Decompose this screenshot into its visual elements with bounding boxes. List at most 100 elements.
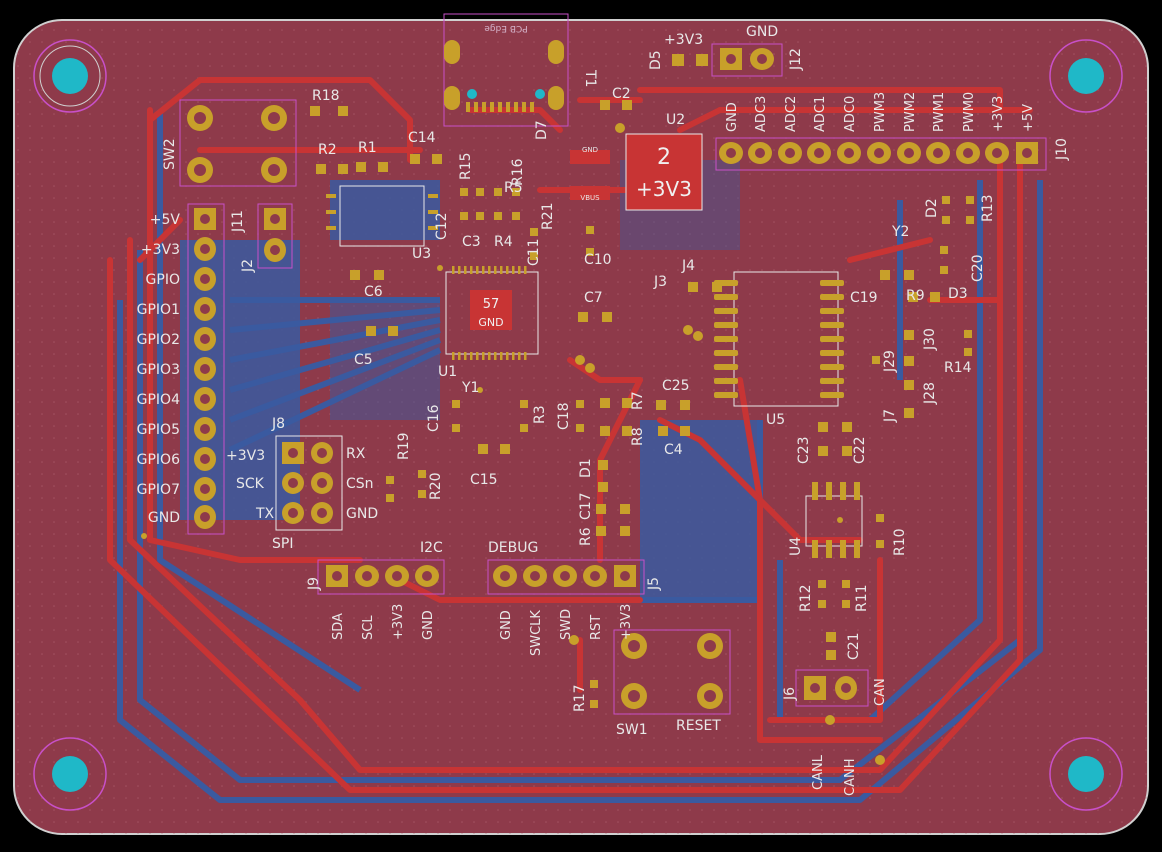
j10-pin-label: PWM3 <box>873 92 888 132</box>
ref-j29: J29 <box>882 350 898 373</box>
ref-d2: D2 <box>924 198 940 218</box>
u2-regulator[interactable]: 2 +3V3 GND VBUS <box>570 133 703 211</box>
power-3v3-label: +3V3 <box>664 32 703 48</box>
j9-i2c-header[interactable] <box>317 559 445 595</box>
j6-can-header[interactable] <box>795 669 869 707</box>
vbus-label: VBUS <box>580 194 600 202</box>
ref-u3: U3 <box>412 246 431 262</box>
ref-r19: R19 <box>396 432 412 460</box>
power-top-labels: +3V3 GND <box>664 24 778 48</box>
ref-u5: U5 <box>766 412 785 428</box>
ref-r10: R10 <box>892 528 908 556</box>
ref-r12: R12 <box>798 584 814 612</box>
can-labels: CAN CANL CANH <box>811 678 888 796</box>
j10-pin-label: ADC1 <box>813 96 828 132</box>
j5-debug-header[interactable] <box>487 559 645 595</box>
ref-c11: C11 <box>526 238 542 266</box>
vias <box>141 123 885 765</box>
ref-c16: C16 <box>426 404 442 432</box>
ref-c10: C10 <box>584 252 612 268</box>
usb-connector[interactable]: PCB Edge <box>443 13 569 127</box>
ref-j30: J30 <box>922 328 938 351</box>
spi-csn-label: CSn <box>346 476 374 492</box>
j11-pin-label: GPIO3 <box>137 362 180 378</box>
sw1-switch[interactable] <box>613 629 731 715</box>
j11-pin-label: +5V <box>150 212 181 228</box>
ref-r16: R16 <box>510 158 526 186</box>
ref-sw2: SW2 <box>162 138 178 170</box>
ref-r4: R4 <box>494 234 513 250</box>
j12-header[interactable] <box>711 43 783 77</box>
debug-title: DEBUG <box>488 540 538 556</box>
u2-pad-net: +3V3 <box>636 177 692 201</box>
ref-d1: D1 <box>578 458 594 478</box>
ref-r15: R15 <box>458 152 474 180</box>
ref-r1: R1 <box>358 140 377 156</box>
ref-j6: J6 <box>782 687 798 701</box>
ref-y2: Y2 <box>891 224 909 240</box>
j10-pin-label: ADC2 <box>784 96 799 132</box>
j8-spi-header[interactable] <box>275 435 343 531</box>
power-gnd-label: GND <box>746 24 778 40</box>
j11-pin-label: GPIO4 <box>137 392 180 408</box>
u5-chip[interactable] <box>714 271 844 407</box>
ref-c23: C23 <box>796 436 812 464</box>
ref-y1: Y1 <box>461 380 479 396</box>
ref-j5: J5 <box>646 577 662 591</box>
can-pin-label: CANL <box>811 754 826 790</box>
ref-c6: C6 <box>364 284 383 300</box>
u1-pad-number: 57 <box>483 297 500 312</box>
i2c-pin-label: SDA <box>331 613 346 640</box>
u2-pad-number: 2 <box>657 145 671 170</box>
debug-pin-label: RST <box>589 615 604 640</box>
i2c-pin-label: SCL <box>361 615 376 640</box>
ref-c25: C25 <box>662 378 690 394</box>
debug-pin-label: SWD <box>559 609 574 640</box>
debug-pin-label: +3V3 <box>619 604 634 640</box>
ref-c14: C14 <box>408 130 436 146</box>
ref-c17: C17 <box>578 492 594 520</box>
debug-labels: DEBUG GND SWCLK SWD RST +3V3 <box>488 540 634 656</box>
j11-pin-label: GPIO5 <box>137 422 180 438</box>
j11-pin-labels: +5V +3V3 GPIO GPIO1 GPIO2 GPIO3 GPIO4 GP… <box>137 212 181 526</box>
j10-pin-label: PWM1 <box>932 92 947 132</box>
ref-u2: U2 <box>666 112 685 128</box>
j10-pin-label: ADC3 <box>754 96 769 132</box>
ref-c4: C4 <box>664 442 683 458</box>
u3-chip[interactable] <box>326 185 438 247</box>
i2c-pin-label: GND <box>421 610 436 640</box>
ref-c20: C20 <box>970 254 986 282</box>
j10-pin-labels: GND ADC3 ADC2 ADC1 ADC0 PWM3 PWM2 PWM1 P… <box>725 92 1036 132</box>
ref-j11: J11 <box>230 210 246 233</box>
j10-pin-label: ADC0 <box>843 96 858 132</box>
spi-title: SPI <box>272 536 293 552</box>
u4-chip[interactable] <box>805 482 863 558</box>
ref-c7: C7 <box>584 290 603 306</box>
u1-mcu[interactable]: 57 GND <box>445 266 539 360</box>
silkscreen-refs: SW2 R18 R2 R1 C14 R15 R16 R5 C12 C3 R4 C… <box>162 48 1070 738</box>
ref-j8: J8 <box>271 416 285 432</box>
ref-r14: R14 <box>944 360 972 376</box>
ref-c21: C21 <box>846 632 862 660</box>
j10-header[interactable] <box>715 137 1047 171</box>
can-pin-label: CANH <box>843 759 858 796</box>
j11-header[interactable] <box>187 203 225 535</box>
sw2-switch[interactable] <box>179 99 297 187</box>
can-title: CAN <box>873 678 888 706</box>
ref-j28: J28 <box>922 382 938 405</box>
ref-sw1: SW1 <box>616 722 648 738</box>
ref-r7: R7 <box>630 391 646 410</box>
ref-r21: R21 <box>540 202 556 230</box>
mounting-holes <box>33 39 1123 811</box>
ref-r3: R3 <box>532 405 548 424</box>
ref-j4: J4 <box>681 258 695 274</box>
j11-pin-label: GPIO7 <box>137 482 180 498</box>
ref-c22: C22 <box>852 436 868 464</box>
debug-pin-label: SWCLK <box>529 610 544 656</box>
j11-pin-label: +3V3 <box>141 242 180 258</box>
ref-c15: C15 <box>470 472 498 488</box>
j2-header[interactable] <box>257 203 293 269</box>
front-copper-traces <box>107 77 1033 793</box>
i2c-pin-label: +3V3 <box>391 604 406 640</box>
